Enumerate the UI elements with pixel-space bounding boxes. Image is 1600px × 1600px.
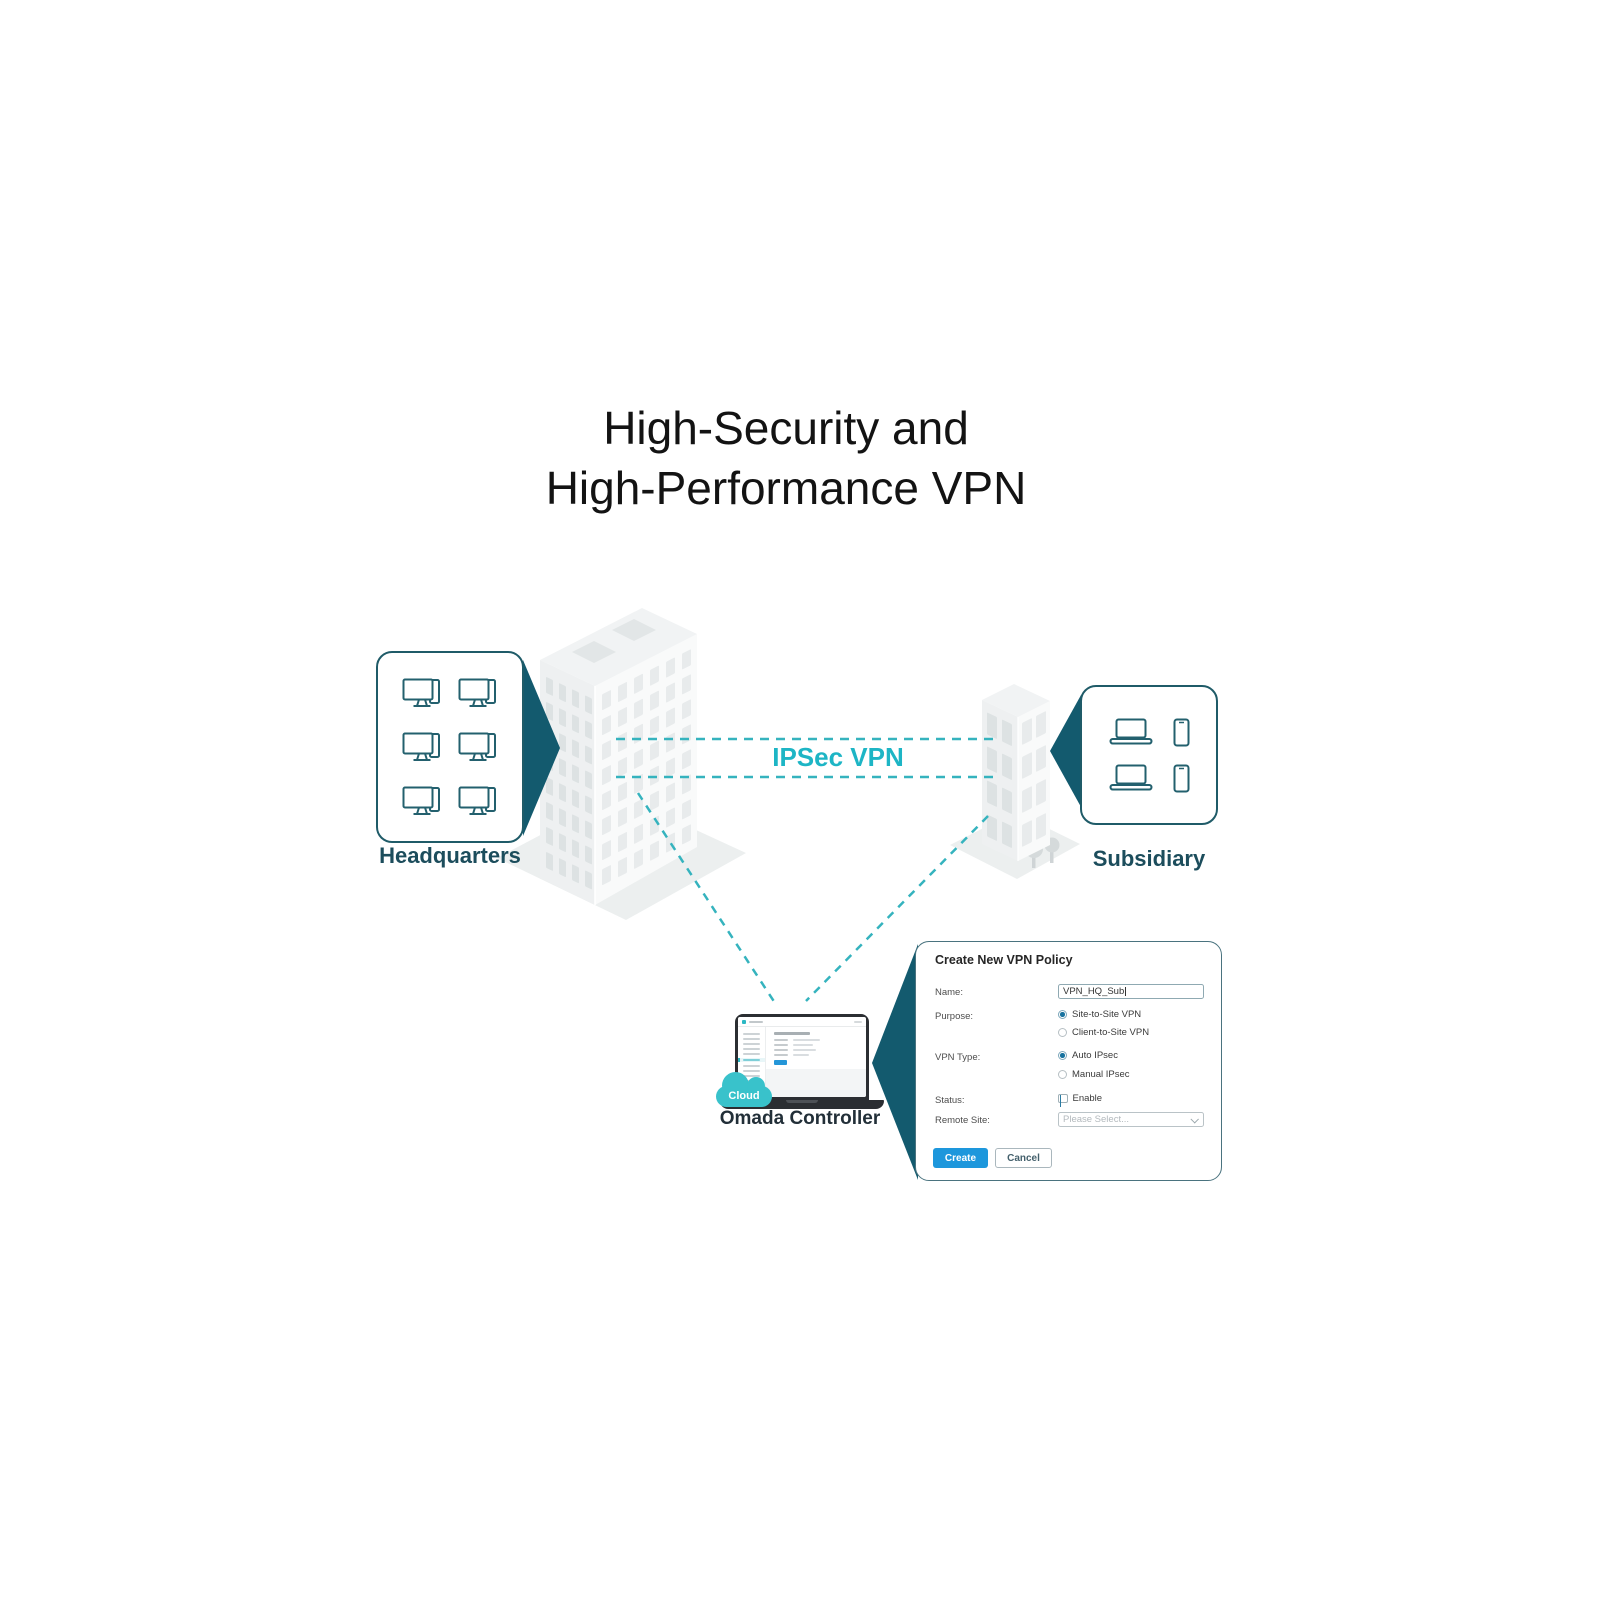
dialog-connector-arrow xyxy=(872,944,918,1180)
name-input-value: VPN_HQ_Sub xyxy=(1063,986,1125,997)
controller-laptop-base xyxy=(720,1100,884,1109)
create-button[interactable]: Create xyxy=(933,1148,988,1168)
radio-auto-ipsec-label: Auto IPsec xyxy=(1072,1050,1118,1061)
controller-laptop xyxy=(735,1014,869,1100)
dialog-title: Create New VPN Policy xyxy=(935,953,1073,967)
page-title-line1: High-Security and xyxy=(603,402,969,454)
vpn-type-field-label: VPN Type: xyxy=(935,1052,981,1063)
ipsec-vpn-label: IPSec VPN xyxy=(772,742,904,772)
radio-auto-ipsec[interactable]: Auto IPsec xyxy=(1058,1050,1118,1061)
radio-manual-ipsec[interactable]: Manual IPsec xyxy=(1058,1069,1130,1080)
cloud-badge-label: Cloud xyxy=(728,1090,760,1102)
headquarters-devices-box xyxy=(376,651,524,843)
radio-unselected-icon[interactable] xyxy=(1058,1028,1067,1037)
laptop-icon xyxy=(1109,718,1152,744)
subsidiary-building-illustration xyxy=(982,684,1060,868)
mini-content xyxy=(766,1027,866,1097)
name-field-label: Name: xyxy=(935,987,963,998)
radio-client-to-site[interactable]: Client-to-Site VPN xyxy=(1058,1027,1149,1038)
laptop-icon xyxy=(1109,764,1152,790)
subsidiary-label: Subsidiary xyxy=(1092,846,1206,871)
mini-logo-icon xyxy=(742,1019,746,1024)
radio-site-to-site-label: Site-to-Site VPN xyxy=(1072,1009,1142,1020)
purpose-field-label: Purpose: xyxy=(935,1011,974,1022)
mini-button xyxy=(774,1060,787,1065)
chevron-down-icon xyxy=(1190,1114,1199,1124)
radio-manual-ipsec-label: Manual IPsec xyxy=(1072,1069,1130,1080)
text-caret xyxy=(1125,987,1127,996)
headquarters-connector-arrow xyxy=(523,660,560,836)
desktop-computer-icon xyxy=(458,678,496,707)
page-title: High-Security and High-Performance VPN xyxy=(186,398,1386,518)
status-enable-checkbox-row[interactable]: Enable xyxy=(1058,1093,1103,1107)
name-input[interactable]: VPN_HQ_Sub xyxy=(1058,984,1204,999)
radio-selected-icon[interactable] xyxy=(1058,1010,1067,1019)
controller-screen xyxy=(738,1017,866,1097)
subsidiary-devices-box xyxy=(1080,685,1218,825)
radio-unselected-icon[interactable] xyxy=(1058,1070,1067,1079)
omada-controller-label: Omada Controller xyxy=(719,1108,881,1129)
smartphone-icon xyxy=(1173,764,1189,792)
status-field-label: Status: xyxy=(935,1095,965,1106)
create-vpn-policy-dialog: Create New VPN Policy Name: VPN_HQ_Sub P… xyxy=(915,941,1222,1181)
headquarters-building-illustration xyxy=(540,608,697,905)
check-icon xyxy=(1060,1094,1062,1107)
smartphone-icon xyxy=(1173,718,1189,746)
remote-site-select[interactable]: Please Select... xyxy=(1058,1112,1204,1127)
vpn-tunnel-lines xyxy=(616,737,1000,779)
radio-client-to-site-label: Client-to-Site VPN xyxy=(1072,1027,1150,1038)
enable-checkbox-label: Enable xyxy=(1072,1093,1103,1104)
desktop-computer-icon xyxy=(458,732,496,761)
remote-site-placeholder: Please Select... xyxy=(1063,1114,1130,1125)
page-title-line2: High-Performance VPN xyxy=(545,462,1027,514)
remote-site-field-label: Remote Site: xyxy=(935,1115,990,1126)
cloud-badge: Cloud xyxy=(716,1072,772,1107)
radio-selected-icon[interactable] xyxy=(1058,1051,1067,1060)
radio-site-to-site[interactable]: Site-to-Site VPN xyxy=(1058,1009,1141,1020)
subsidiary-connector-arrow xyxy=(1050,695,1081,807)
desktop-computer-icon xyxy=(402,786,440,815)
desktop-computer-icon xyxy=(402,732,440,761)
desktop-computer-icon xyxy=(458,786,496,815)
headquarters-label: Headquarters xyxy=(379,843,521,868)
desktop-computer-icon xyxy=(402,678,440,707)
checkbox-checked-icon[interactable] xyxy=(1058,1093,1068,1107)
controller-link-lines xyxy=(636,792,989,1004)
cancel-button[interactable]: Cancel xyxy=(995,1148,1052,1168)
